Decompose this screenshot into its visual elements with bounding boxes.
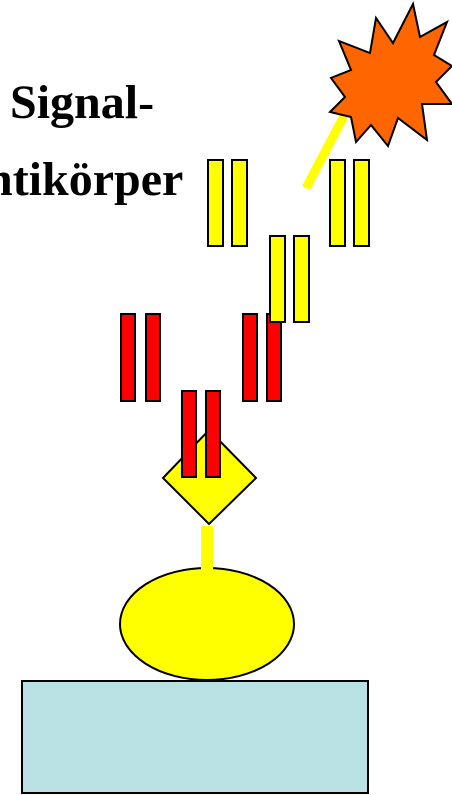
signal-antibody-stem-chain-1: [269, 235, 286, 323]
signal-burst-icon: [328, 1, 452, 149]
primary-antibody-bound-chain-right: [205, 390, 221, 478]
capture-base: [119, 567, 295, 681]
surface-plate: [21, 680, 369, 794]
label-line-2: antikörper: [0, 153, 183, 206]
primary-antibody-right-chain-1: [242, 313, 258, 402]
signal-antibody-right-chain-1: [329, 159, 346, 247]
capture-linker: [201, 526, 213, 570]
signal-antibody-left-chain-2: [231, 159, 248, 247]
primary-antibody-left-chain-2: [145, 313, 161, 402]
primary-antibody-bound-chain-left: [181, 390, 197, 478]
signal-antibody-stem-chain-2: [293, 235, 310, 323]
label-line-1: Signal-: [10, 76, 154, 129]
signal-antibody-right-chain-2: [353, 159, 370, 247]
primary-antibody-left-chain-1: [120, 313, 136, 402]
primary-antibody-right-chain-2: [266, 313, 282, 402]
signal-antibody-left-chain-1: [207, 159, 224, 247]
signal-linker: [302, 109, 350, 191]
